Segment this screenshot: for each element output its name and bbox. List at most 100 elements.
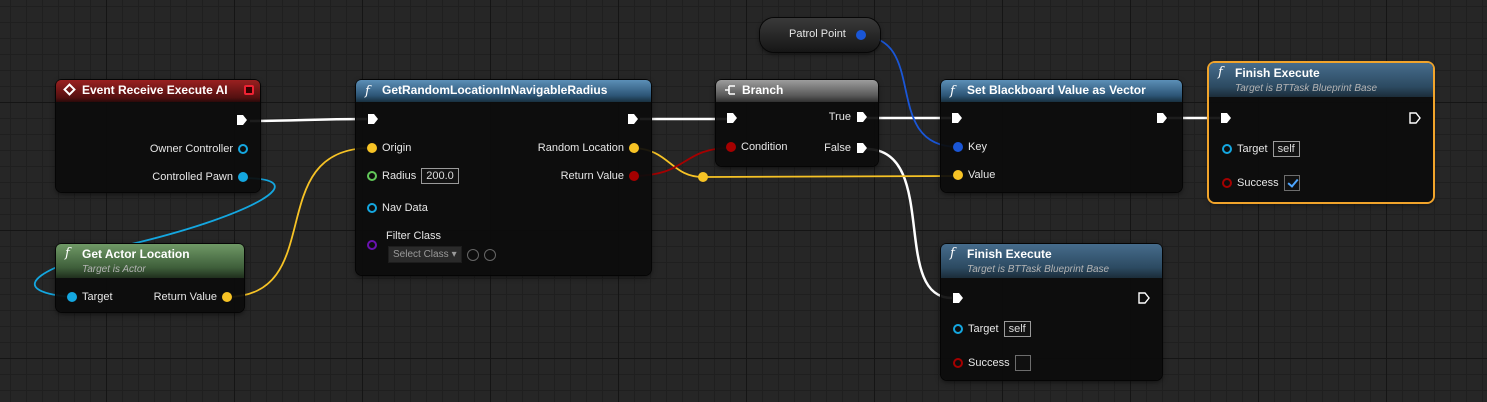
bool-pin-icon bbox=[1222, 178, 1232, 188]
get-random-location-node[interactable]: f GetRandomLocationInNavigableRadius Ori… bbox=[356, 80, 651, 275]
get-random-location-header[interactable]: f GetRandomLocationInNavigableRadius bbox=[356, 80, 651, 102]
get-actor-location-subtitle: Target is Actor bbox=[82, 264, 146, 275]
filter-class-pin[interactable] bbox=[367, 240, 377, 250]
function-icon: f bbox=[1218, 65, 1223, 80]
exec-out-pin[interactable] bbox=[1138, 292, 1150, 304]
set-blackboard-header[interactable]: f Set Blackboard Value as Vector bbox=[941, 80, 1182, 102]
success-checkbox[interactable] bbox=[1283, 175, 1300, 191]
use-selected-icon[interactable] bbox=[466, 248, 479, 261]
finish-execute-fail-subtitle: Target is BTTask Blueprint Base bbox=[967, 264, 1110, 275]
condition-label: Condition bbox=[741, 141, 788, 153]
true-label: True bbox=[828, 111, 851, 123]
object-pin-icon bbox=[67, 292, 77, 302]
vector-pin-icon bbox=[953, 170, 963, 180]
return-value-label: Return Value bbox=[560, 170, 624, 182]
success-pin[interactable]: Success bbox=[953, 355, 1031, 371]
success-checkbox[interactable] bbox=[1014, 355, 1031, 371]
origin-label: Origin bbox=[382, 142, 412, 154]
target-pin[interactable]: Target self bbox=[953, 321, 1031, 337]
get-actor-location-title: Get Actor Location bbox=[82, 247, 190, 261]
vector-pin-icon bbox=[367, 143, 377, 153]
class-pin-icon bbox=[367, 240, 377, 250]
get-actor-location-node[interactable]: f Get Actor Location Target is Actor Tar… bbox=[56, 244, 244, 312]
vector-pin-icon bbox=[222, 292, 232, 302]
target-self-field[interactable]: self bbox=[1272, 141, 1300, 157]
get-actor-location-header[interactable]: f Get Actor Location Target is Actor bbox=[56, 244, 244, 278]
owner-controller-label: Owner Controller bbox=[149, 143, 233, 155]
exec-out-pin[interactable] bbox=[1409, 112, 1421, 124]
finish-execute-success-node[interactable]: f Finish Execute Target is BTTask Bluepr… bbox=[1209, 63, 1433, 202]
radius-pin[interactable]: Radius 200.0 bbox=[367, 168, 459, 184]
controlled-pawn-pin[interactable]: Controlled Pawn bbox=[152, 171, 248, 183]
set-blackboard-value-node[interactable]: f Set Blackboard Value as Vector Key Val… bbox=[941, 80, 1182, 192]
patrol-point-label: Patrol Point bbox=[789, 28, 846, 40]
function-icon: f bbox=[65, 246, 70, 261]
event-node-header[interactable]: Event Receive Execute AI bbox=[56, 80, 260, 102]
success-label: Success bbox=[1237, 177, 1279, 189]
exec-out-pin[interactable] bbox=[1156, 112, 1168, 124]
branch-icon bbox=[725, 85, 735, 95]
random-location-pin[interactable]: Random Location bbox=[538, 142, 639, 154]
object-pin-icon bbox=[367, 203, 377, 213]
controlled-pawn-label: Controlled Pawn bbox=[152, 171, 233, 183]
origin-pin[interactable]: Origin bbox=[367, 142, 411, 154]
exec-in-pin[interactable] bbox=[951, 112, 963, 124]
patrol-point-variable-node[interactable]: Patrol Point bbox=[760, 18, 880, 52]
key-pin[interactable]: Key bbox=[953, 141, 987, 153]
set-blackboard-title: Set Blackboard Value as Vector bbox=[967, 83, 1146, 97]
random-location-label: Random Location bbox=[537, 142, 624, 154]
condition-pin[interactable]: Condition bbox=[726, 141, 787, 153]
radius-input[interactable]: 200.0 bbox=[421, 168, 459, 184]
false-pin[interactable]: False bbox=[824, 142, 868, 154]
exec-arrow-icon bbox=[368, 114, 378, 124]
finish-execute-fail-header[interactable]: f Finish Execute Target is BTTask Bluepr… bbox=[941, 244, 1162, 278]
true-pin[interactable]: True bbox=[829, 111, 868, 123]
branch-node[interactable]: Branch True Condition False bbox=[716, 80, 878, 166]
patrol-point-out-pin[interactable] bbox=[856, 30, 866, 40]
radius-label: Radius bbox=[382, 170, 417, 182]
reroute-knot[interactable] bbox=[698, 172, 708, 182]
value-pin[interactable]: Value bbox=[953, 169, 995, 181]
target-pin[interactable]: Target self bbox=[1222, 141, 1300, 157]
branch-title: Branch bbox=[742, 83, 784, 97]
finish-execute-fail-node[interactable]: f Finish Execute Target is BTTask Bluepr… bbox=[941, 244, 1162, 380]
event-node-title: Event Receive Execute AI bbox=[82, 83, 228, 97]
exec-arrow-icon bbox=[953, 293, 963, 303]
exec-wire-false-to-finish-fail bbox=[865, 147, 953, 300]
exec-arrow-icon bbox=[952, 113, 962, 123]
return-value-pin[interactable]: Return Value bbox=[561, 170, 639, 182]
filter-class-label: Filter Class bbox=[386, 230, 442, 242]
exec-in-pin[interactable] bbox=[726, 112, 738, 124]
event-diamond-icon bbox=[63, 83, 76, 96]
false-label: False bbox=[824, 142, 851, 154]
target-pin[interactable]: Target bbox=[67, 291, 113, 303]
exec-out-pin[interactable] bbox=[627, 113, 639, 125]
nav-data-pin[interactable]: Nav Data bbox=[367, 202, 428, 214]
target-label: Target bbox=[82, 291, 113, 303]
select-class-value: Select Class bbox=[393, 249, 449, 260]
exec-in-pin[interactable] bbox=[1220, 112, 1232, 124]
branch-header[interactable]: Branch bbox=[716, 80, 878, 102]
bool-pin-icon bbox=[953, 358, 963, 368]
event-receive-execute-ai-node[interactable]: Event Receive Execute AI Owner Controlle… bbox=[56, 80, 260, 192]
object-pin-icon bbox=[1222, 144, 1232, 154]
finish-execute-success-header[interactable]: f Finish Execute Target is BTTask Bluepr… bbox=[1209, 63, 1433, 97]
exec-in-pin[interactable] bbox=[367, 113, 379, 125]
delegate-pin-icon[interactable] bbox=[244, 85, 254, 95]
filter-class-label-wrap: Filter Class bbox=[386, 230, 441, 242]
browse-search-icon[interactable] bbox=[483, 248, 496, 261]
target-self-field[interactable]: self bbox=[1003, 321, 1031, 337]
return-value-pin[interactable]: Return Value bbox=[154, 291, 232, 303]
success-label: Success bbox=[968, 357, 1010, 369]
exec-in-pin[interactable] bbox=[952, 292, 964, 304]
value-label: Value bbox=[968, 169, 996, 181]
finish-execute-success-title: Finish Execute bbox=[1235, 66, 1320, 80]
exec-out-pin[interactable] bbox=[236, 114, 248, 126]
owner-controller-pin[interactable]: Owner Controller bbox=[150, 143, 248, 155]
function-icon: f bbox=[950, 84, 955, 99]
success-pin[interactable]: Success bbox=[1222, 175, 1300, 191]
filter-class-controls: Select Class ▾ bbox=[388, 246, 496, 263]
select-class-dropdown[interactable]: Select Class ▾ bbox=[388, 246, 462, 263]
chevron-down-icon: ▾ bbox=[451, 249, 457, 260]
